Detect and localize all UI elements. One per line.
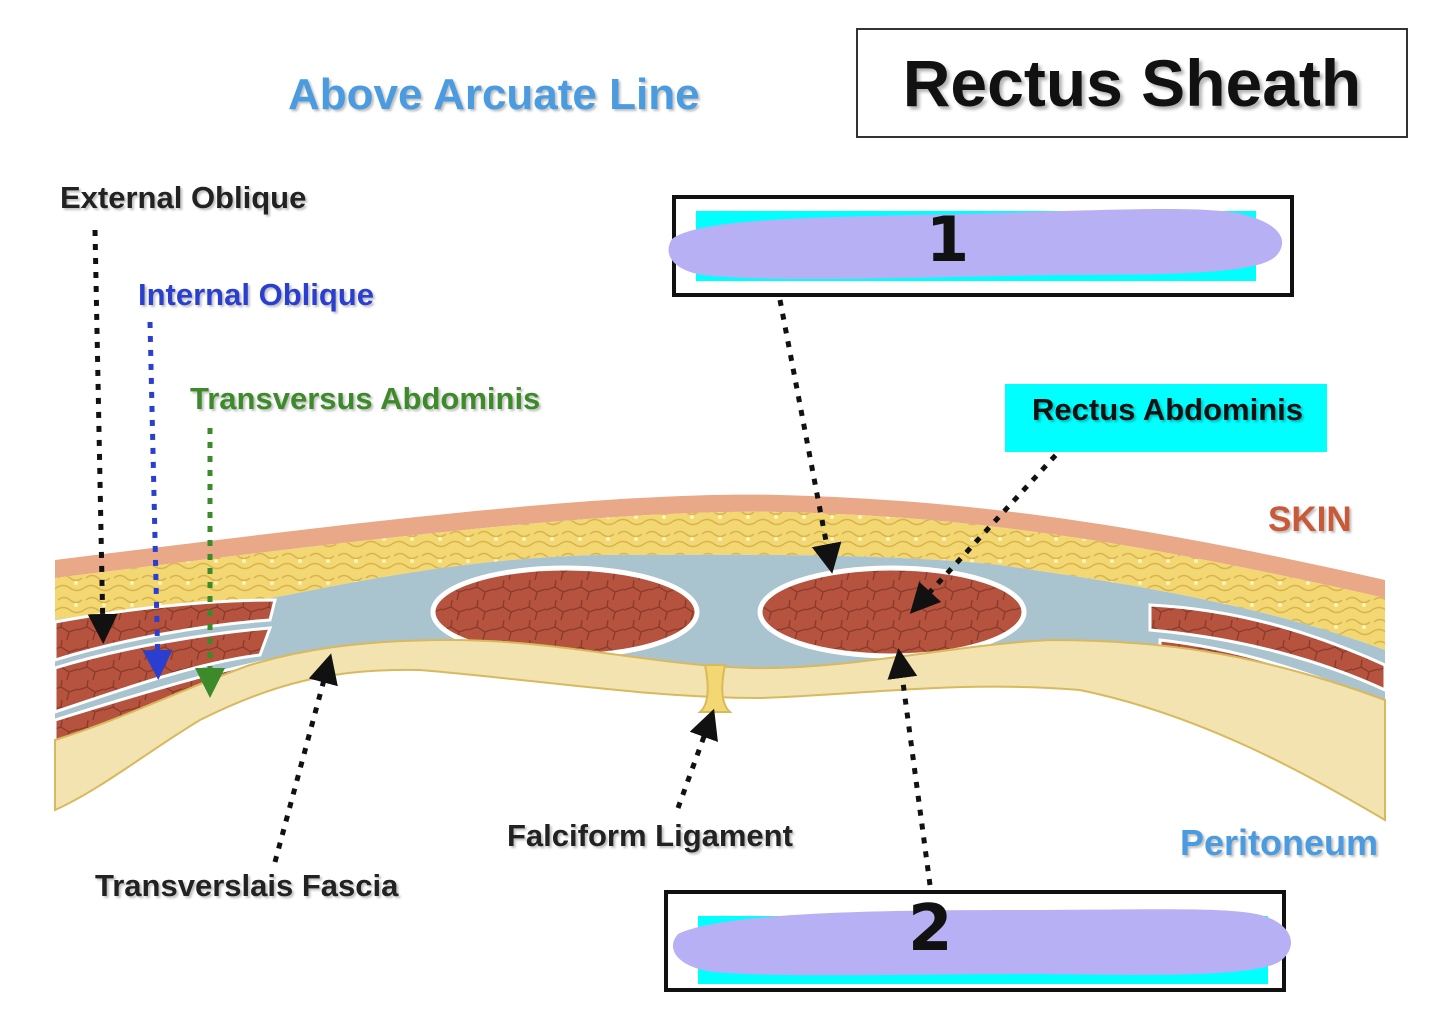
skin-layer [55,494,1385,598]
arrow-external-oblique [87,229,118,644]
peritoneum-layer [54,638,1386,822]
rectus-abdominis-highlight [1005,384,1327,452]
answer-box-1-mark: 1 [926,203,970,276]
answer-box-2-mark: 2 [908,892,953,966]
arrow-rectus-abdominis [909,443,1067,614]
arrow-box1 [777,299,842,574]
title-box: Rectus Sheath [856,28,1408,138]
answer-box-2-redaction [672,909,1291,976]
label-rectus-abdominis: Rectus Abdominis [1032,392,1303,427]
label-skin: SKIN [1268,500,1352,539]
arrow-falciform-ligament [675,708,718,809]
falciform-ligament-shape [697,664,733,713]
label-falciform-ligament: Falciform Ligament [507,818,793,853]
arrow-internal-oblique [142,321,173,680]
label-transversus-abdominis: Transversus Abdominis [190,381,541,416]
arrow-box2 [887,648,933,886]
page-title: Rectus Sheath [902,46,1362,120]
label-transversalis-fascia: Transverslais Fascia [95,868,399,903]
fat-layer [55,511,1385,650]
answer-box-1[interactable]: 1 [668,195,1294,297]
sheath-fascia [55,554,1385,740]
arrow-transversalis-fascia [272,653,338,863]
answer-box-1-redaction [668,209,1283,280]
answer-box-2[interactable]: 2 [664,890,1291,992]
label-external-oblique: External Oblique [60,180,307,215]
label-peritoneum: Peritoneum [1180,822,1379,863]
external-oblique-muscle-right [1148,603,1387,693]
label-internal-oblique: Internal Oblique [138,277,374,312]
subtitle: Above Arcuate Line [288,70,700,119]
